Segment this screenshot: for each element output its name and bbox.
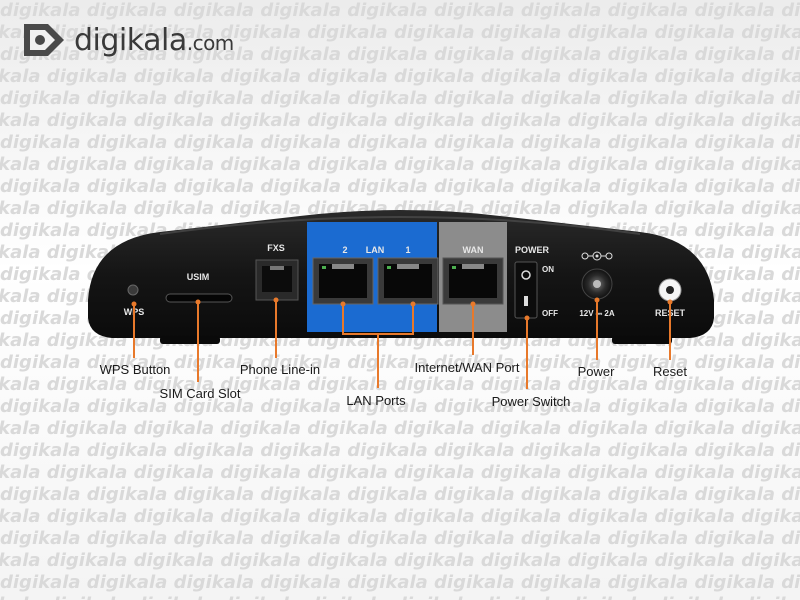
panel-label-wan: WAN — [463, 245, 484, 255]
callout-sim-card-slot: SIM Card Slot — [160, 386, 241, 401]
callout-dots — [131, 297, 673, 321]
panel-label-lan-1: 1 — [405, 245, 410, 255]
panel-label-lan-2: 2 — [342, 245, 347, 255]
callout-wps-button: WPS Button — [100, 362, 171, 377]
polarity-icon — [581, 251, 613, 261]
panel-label-fxs: FXS — [267, 243, 285, 253]
lan-port-1[interactable] — [377, 257, 439, 305]
callout-power: Power — [578, 364, 616, 379]
panel-label-lan: LAN — [366, 245, 385, 255]
logo-text: digikala.com — [74, 22, 234, 58]
panel-label-on: ON — [542, 265, 554, 274]
wan-port[interactable] — [442, 257, 504, 305]
callout-reset: Reset — [653, 364, 687, 379]
panel-label-usim: USIM — [187, 272, 210, 282]
callout-internet-wan-port: Internet/WAN Port — [415, 360, 520, 375]
panel-label-power: POWER — [515, 245, 550, 255]
callout-phone-line-in: Phone Line-in — [240, 362, 320, 377]
callout-lines — [133, 300, 671, 389]
panel-label-off: OFF — [542, 309, 558, 318]
lan-port-2[interactable] — [312, 257, 374, 305]
power-switch[interactable] — [514, 261, 538, 319]
logo-cart-icon — [24, 24, 64, 56]
callout-lan-ports: LAN Ports — [346, 393, 406, 408]
brand-logo: digikala.com — [18, 18, 234, 62]
phone-line-in-port[interactable]: FXS — [255, 243, 299, 301]
callout-power-switch: Power Switch — [492, 394, 571, 409]
